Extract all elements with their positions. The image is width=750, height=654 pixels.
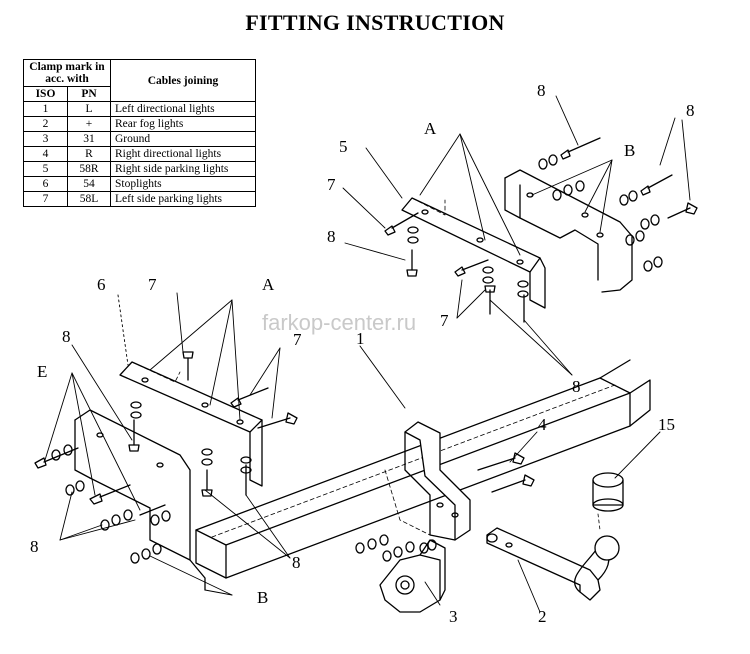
callout-b: B <box>257 588 268 607</box>
left-mounting-bracket <box>74 361 263 591</box>
callout-6: 6 <box>97 275 106 294</box>
tow-ball <box>592 472 624 561</box>
callout-5: 5 <box>339 137 348 156</box>
callout-8: 8 <box>572 377 581 396</box>
clamp-mark-header: Clamp mark in acc. with <box>23 59 111 87</box>
callout-b: B <box>624 141 635 160</box>
callout-2: 2 <box>538 607 547 626</box>
receiver-plate <box>384 421 471 541</box>
callout-8: 8 <box>686 101 695 120</box>
callout-1: 1 <box>356 329 365 348</box>
nuts-and-washers <box>51 154 663 564</box>
cable-legend-table: Clamp mark in acc. with Cables joining I… <box>23 59 256 207</box>
callout-a: A <box>424 119 437 138</box>
cables-joining-header: Cables joining <box>110 59 256 102</box>
pn-cell: 58R <box>67 161 111 177</box>
callout-8: 8 <box>292 553 301 572</box>
right-mounting-bracket <box>401 169 633 309</box>
callout-3: 3 <box>449 607 458 626</box>
callout-8: 8 <box>537 81 546 100</box>
page-title: FITTING INSTRUCTION <box>245 10 505 35</box>
ball-neck <box>486 527 610 601</box>
bolts <box>34 137 698 516</box>
callout-4: 4 <box>538 415 547 434</box>
callout-labels: 8 8 A B 5 7 8 7 6 7 A 7 1 8 E 8 4 15 8 8… <box>30 81 695 626</box>
callout-7: 7 <box>440 311 449 330</box>
cable-cell: Right directional lights <box>110 146 256 162</box>
callout-7: 7 <box>327 175 336 194</box>
socket-plate <box>379 539 446 613</box>
callout-e: E <box>37 362 47 381</box>
callout-7: 7 <box>148 275 157 294</box>
cable-cell: Stoplights <box>110 176 256 192</box>
leader-lines <box>44 95 691 613</box>
callout-7: 7 <box>293 330 302 349</box>
callout-a: A <box>262 275 275 294</box>
watermark-text: farkop-center.ru <box>262 310 416 335</box>
cable-cell: Left side parking lights <box>110 191 256 207</box>
crossbar <box>195 359 651 579</box>
callout-8: 8 <box>62 327 71 346</box>
pn-cell: 58L <box>67 191 111 207</box>
callout-8: 8 <box>327 227 336 246</box>
callout-8: 8 <box>30 537 39 556</box>
callout-15: 15 <box>658 415 675 434</box>
